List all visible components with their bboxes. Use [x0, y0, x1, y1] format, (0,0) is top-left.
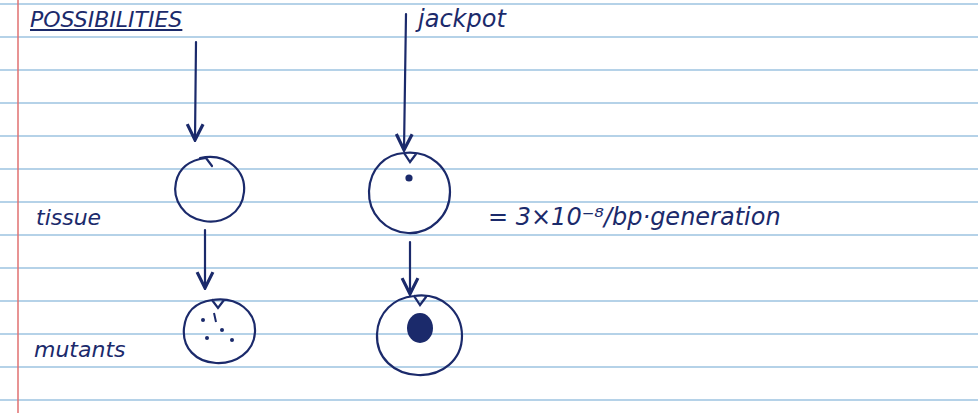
mutation-dot [220, 328, 224, 332]
row-label: mutants [34, 337, 126, 362]
rule-line [0, 135, 978, 137]
mutation-dot [201, 318, 205, 322]
rule-line [0, 267, 978, 269]
rule-line [0, 3, 978, 5]
rule-line [0, 168, 978, 170]
rule-line [0, 234, 978, 236]
rule-line [0, 399, 978, 401]
mutation-dot [407, 176, 412, 181]
down-arrow [195, 42, 196, 140]
tissue-cell [369, 153, 450, 233]
mutation-dot [230, 338, 234, 342]
page-heading: POSSIBILITIES [30, 7, 182, 32]
mutant-cell [184, 299, 255, 363]
jackpot-label: jackpot [418, 6, 506, 34]
mutant-cell [377, 295, 462, 375]
rule-line [0, 36, 978, 38]
clone-blob [407, 313, 433, 343]
ruled-lines [0, 4, 978, 400]
tissue-cell [175, 157, 244, 222]
jackpot-arrow [404, 14, 406, 150]
row-label: tissue [36, 205, 101, 230]
margin-line [17, 0, 19, 413]
rule-line [0, 366, 978, 368]
rule-line [0, 102, 978, 104]
down-arrow [409, 242, 411, 294]
mutation-rate: = 3×10⁻⁸/bp·generation [488, 204, 781, 232]
mutation-dot [205, 336, 209, 340]
rule-line [0, 201, 978, 203]
rule-line [0, 333, 978, 335]
mutation-dot [214, 313, 216, 322]
down-arrow [204, 230, 206, 288]
rule-line [0, 69, 978, 71]
rule-line [0, 300, 978, 302]
